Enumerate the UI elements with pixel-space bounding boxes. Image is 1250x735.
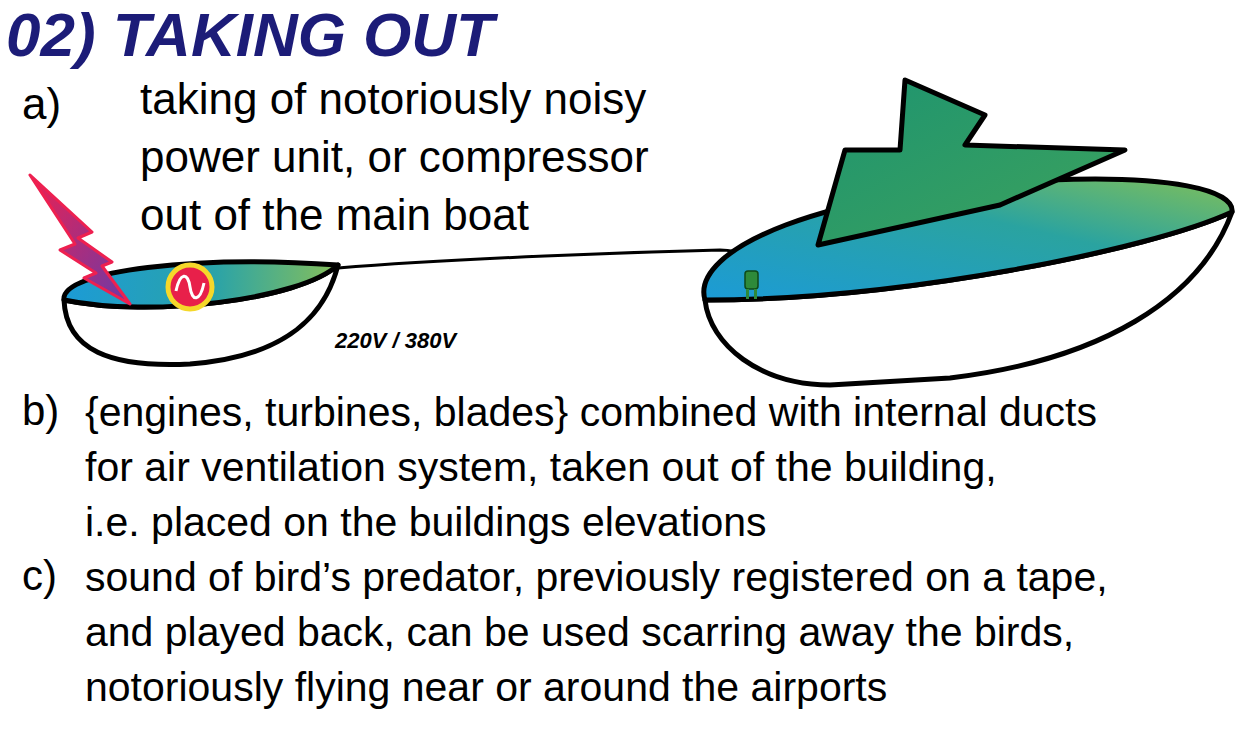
text-line: taking of notoriously noisy — [140, 70, 649, 128]
item-text: taking of notoriously noisy power unit, … — [140, 70, 649, 244]
text-line: and played back, can be used scarring aw… — [85, 605, 1108, 660]
item-letter: b) — [22, 383, 59, 438]
power-plug — [745, 271, 758, 299]
item-letter: c) — [22, 548, 57, 603]
main-boat-cabin — [818, 80, 1125, 245]
text-line: for air ventilation system, taken out of… — [85, 440, 1097, 495]
title: 02) TAKING OUT — [6, 0, 494, 70]
generator-symbol — [168, 265, 212, 309]
voltage-label: 220V / 380V — [335, 328, 456, 354]
item-letter: a) — [22, 78, 61, 130]
text-line: power unit, or compressor — [140, 128, 649, 186]
text-line: {engines, turbines, blades} combined wit… — [85, 385, 1097, 440]
lightning-bolt — [30, 175, 130, 304]
item-text: {engines, turbines, blades} combined wit… — [85, 385, 1097, 550]
text-line: out of the main boat — [140, 186, 649, 244]
item-text: sound of bird’s predator, previously reg… — [85, 550, 1108, 715]
text-line: sound of bird’s predator, previously reg… — [85, 550, 1108, 605]
power-cable — [338, 250, 751, 272]
text-line: i.e. placed on the buildings elevations — [85, 495, 1097, 550]
text-line: notoriously flying near or around the ai… — [85, 660, 1108, 715]
